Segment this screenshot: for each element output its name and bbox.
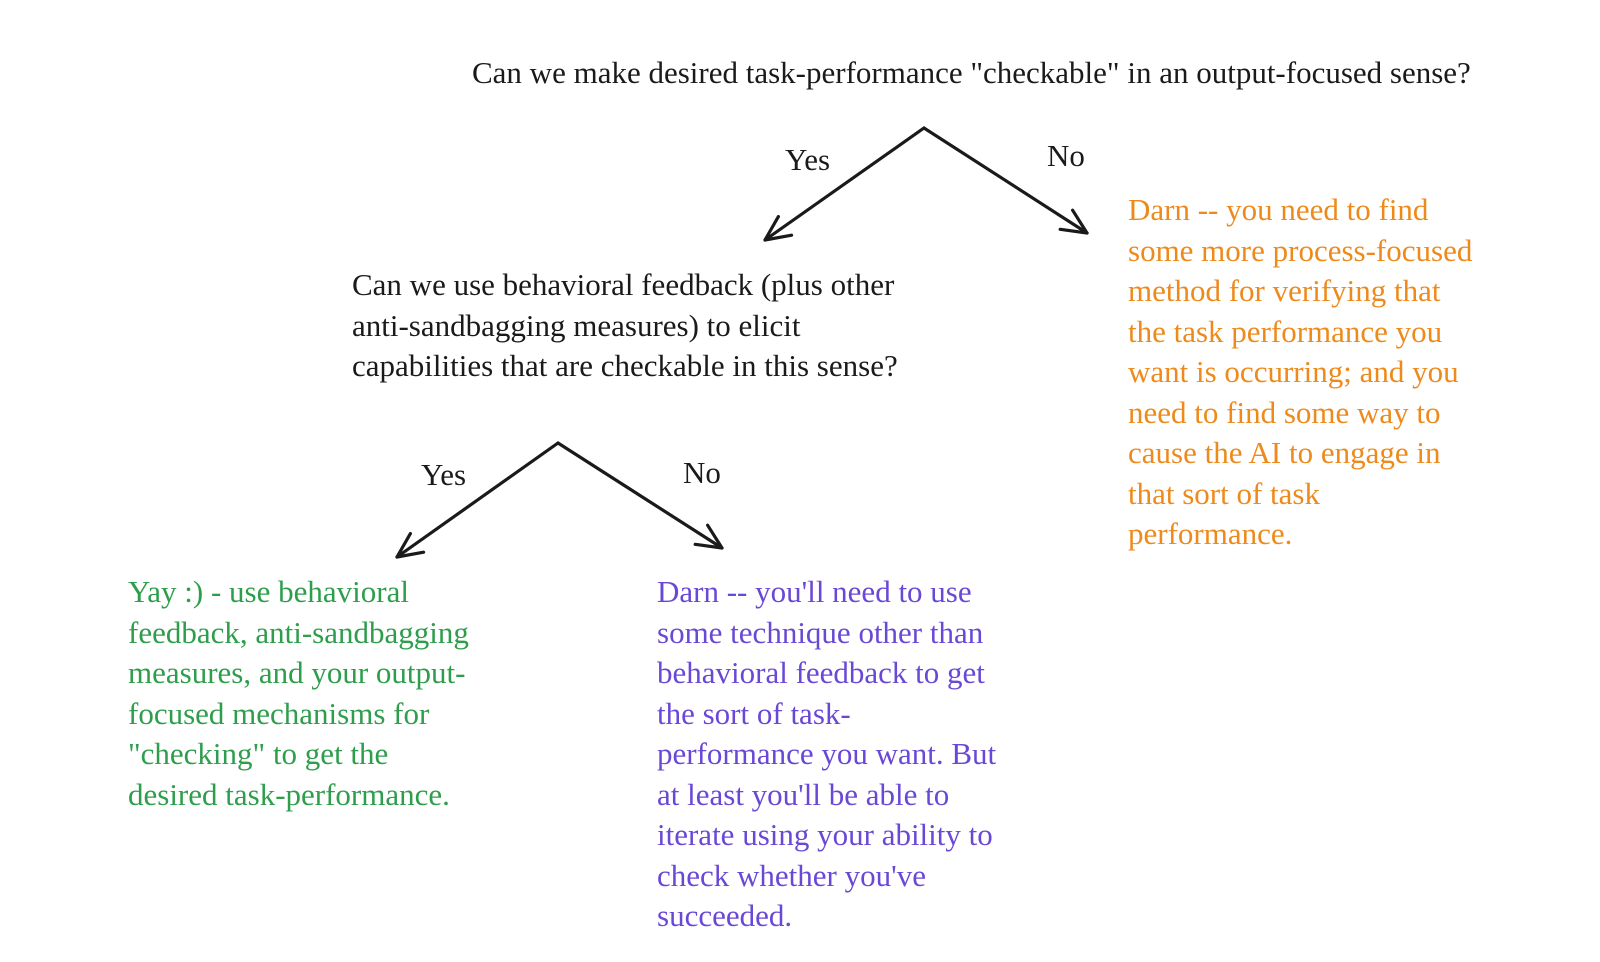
outcome-yes-behavioral-feedback: Yay :) - use behavioral feedback, anti-sa…: [128, 572, 469, 815]
text-line: want is occurring; and you: [1128, 354, 1459, 389]
text-line: Yay :) - use behavioral: [128, 574, 409, 609]
text-line: check whether you've: [657, 857, 926, 893]
text-line: capabilities that are checkable in this …: [352, 348, 898, 383]
text-line: performance.: [1128, 516, 1293, 551]
text-line: anti-sandbagging measures) to elicit: [352, 307, 801, 343]
text-line: cause the AI to engage in: [1128, 435, 1441, 470]
text-line: the sort of task-: [657, 695, 851, 731]
text-line: behavioral feedback to get: [657, 655, 985, 690]
text-line: "checking" to get the: [128, 736, 389, 771]
outcome-no-other-technique: Darn -- you'll need to use some technique…: [657, 572, 996, 937]
text-line: some technique other than: [657, 614, 984, 650]
text-line: the task performance you: [1128, 313, 1443, 349]
text-line: desired task-performance.: [128, 776, 450, 812]
text-line: focused mechanisms for: [128, 695, 430, 731]
root-question: Can we make desired task-performance "ch…: [472, 55, 1471, 90]
text-line: that sort of task: [1128, 475, 1320, 511]
text-line: some more process-focused: [1128, 232, 1473, 268]
level2-no-label: No: [683, 455, 721, 490]
text-line: need to find some way to: [1128, 394, 1441, 430]
level2-yes-label: Yes: [421, 457, 467, 492]
level1-yes-label: Yes: [785, 142, 831, 177]
text-line: measures, and your output-: [128, 655, 466, 690]
level1-no-label: No: [1047, 138, 1085, 173]
text-line: succeeded.: [657, 898, 793, 933]
text-line: method for verifying that: [1128, 273, 1441, 308]
text-line: performance you want. But: [657, 736, 997, 771]
outcome-no-process-focused: Darn -- you need to find some more proces…: [1128, 190, 1472, 555]
text-line: at least you'll be able to: [657, 776, 950, 812]
second-question: Can we use behavioral feedback (plus oth…: [352, 265, 898, 387]
text-line: Darn -- you need to find: [1128, 192, 1429, 227]
text-line: Darn -- you'll need to use: [657, 574, 972, 609]
text-line: iterate using your ability to: [657, 817, 993, 852]
text-line: feedback, anti-sandbagging: [128, 614, 469, 650]
text-line: Can we use behavioral feedback (plus oth…: [352, 267, 895, 302]
